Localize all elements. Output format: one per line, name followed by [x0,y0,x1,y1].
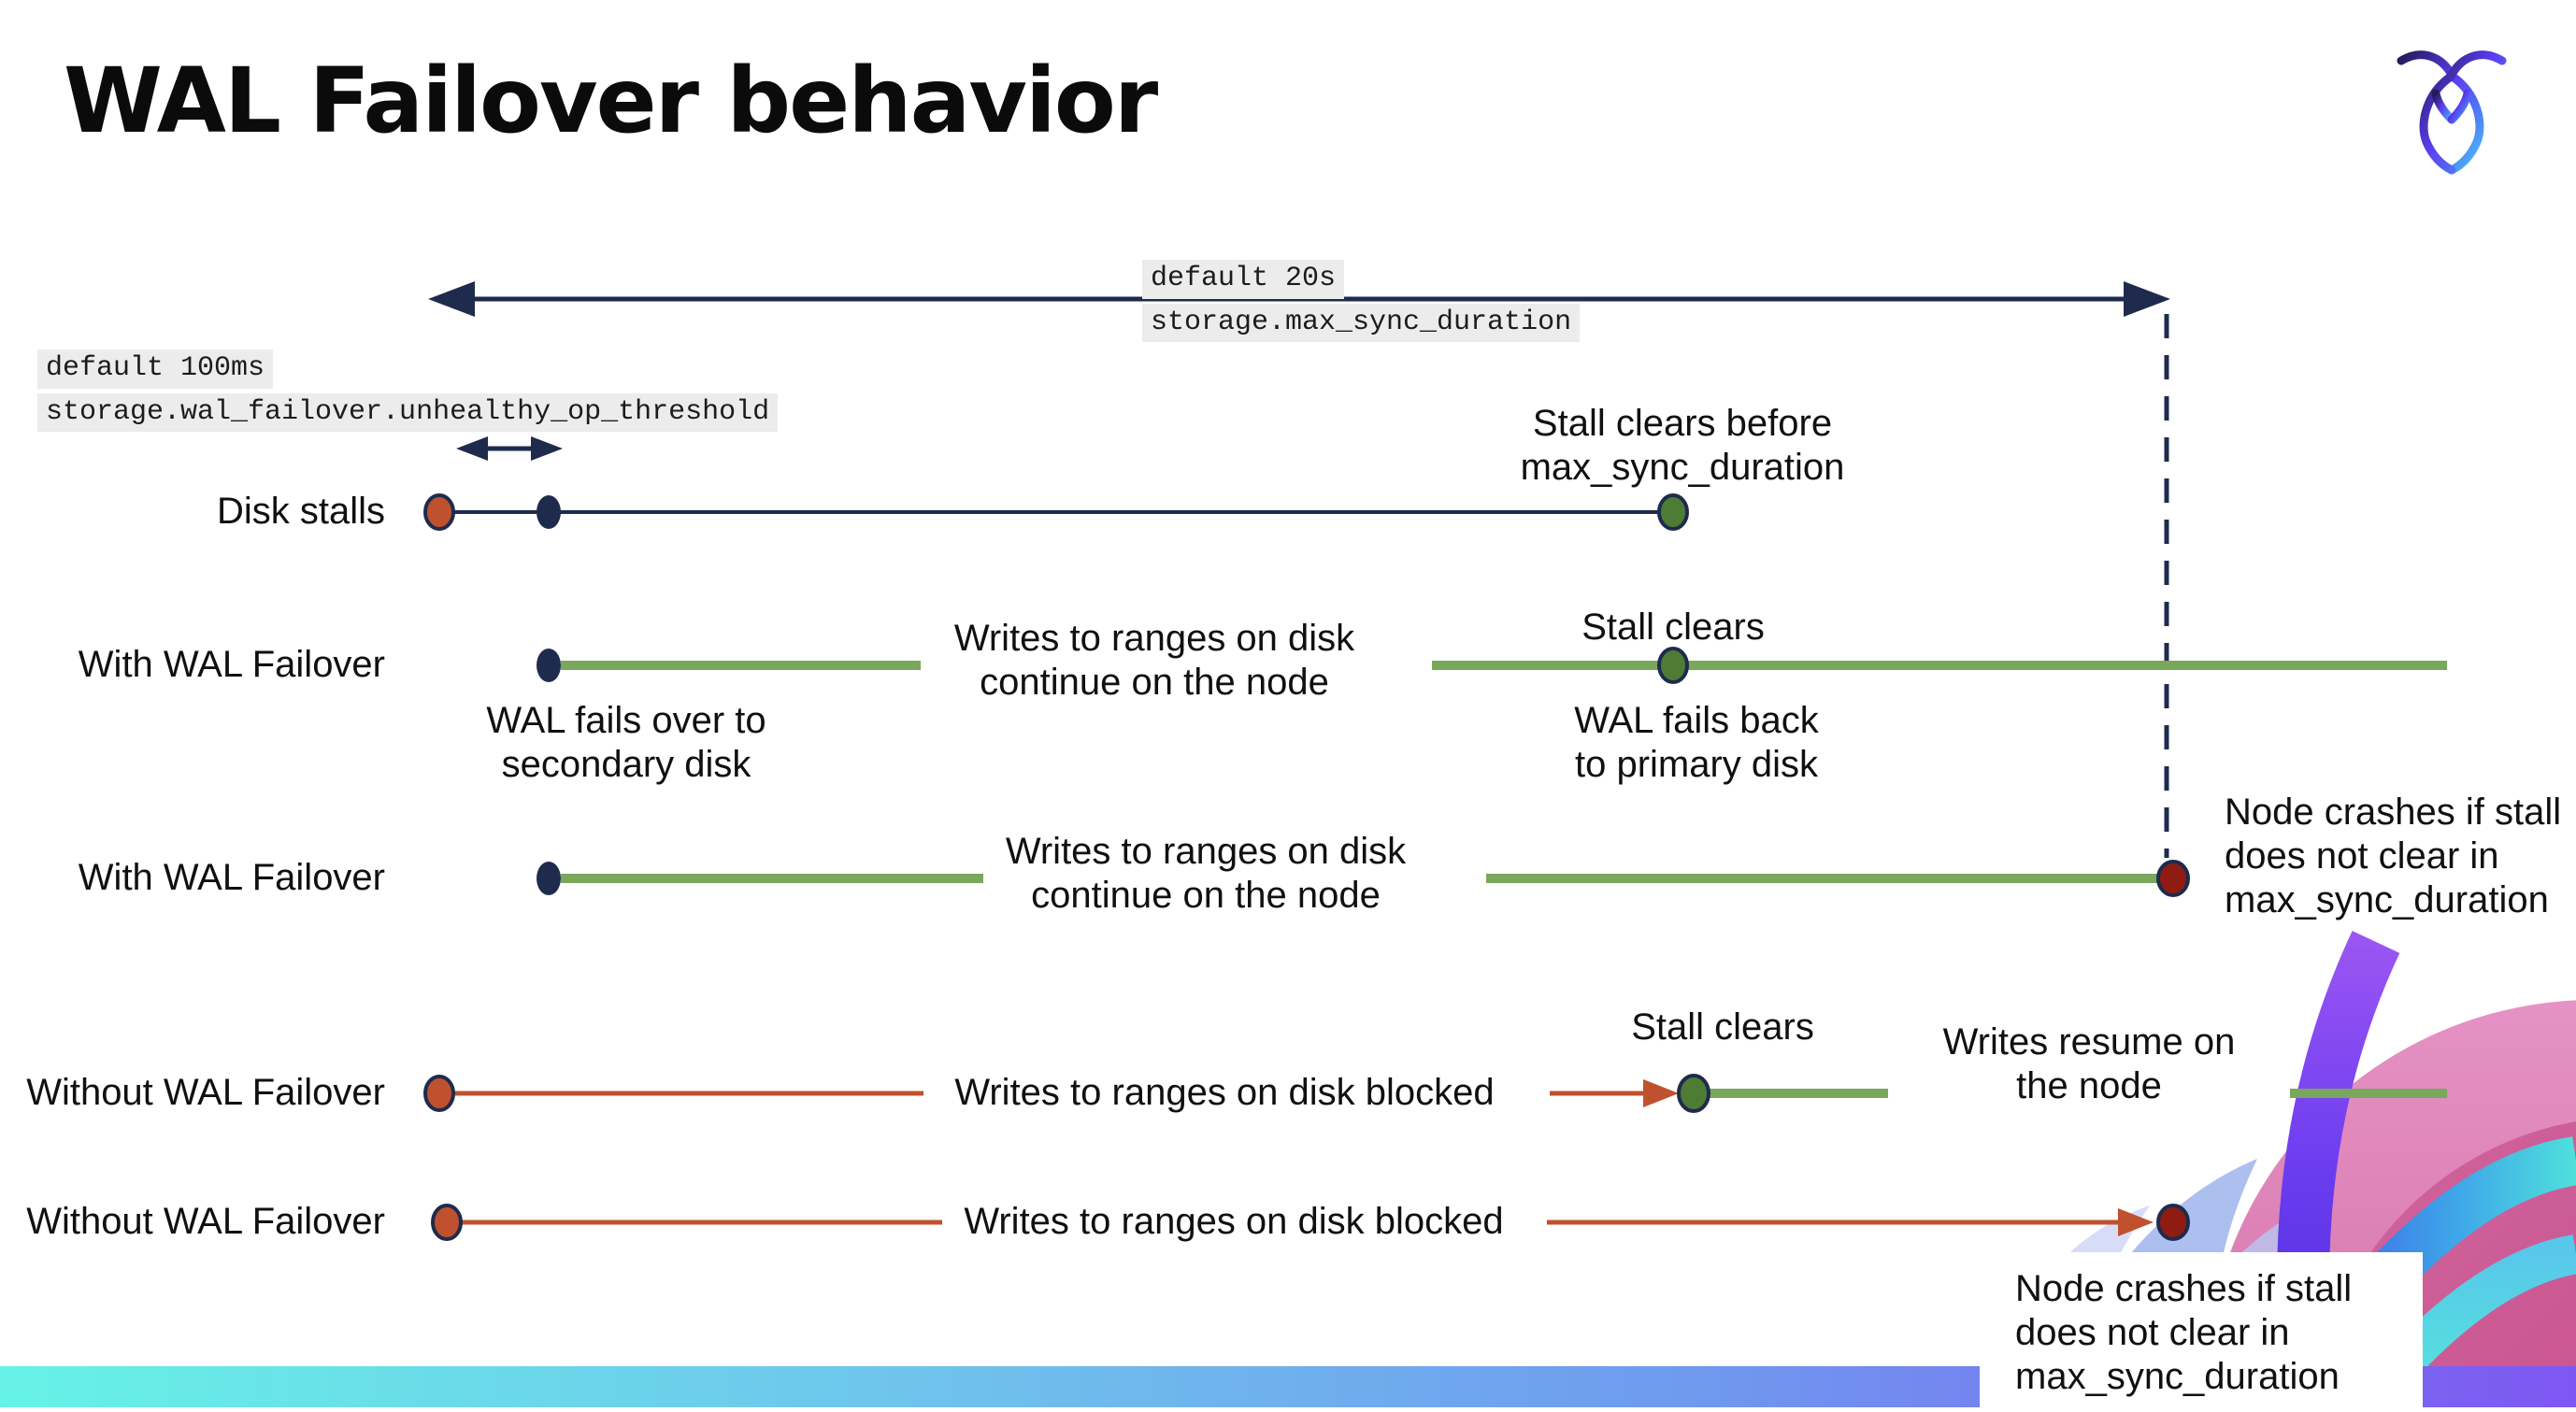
max-sync-duration-setting-label: default 20s storage.max_sync_duration [1142,260,1581,342]
stall-clears-dot [1657,493,1689,531]
annotation-stall-clears-1: Stall clears [1581,606,1765,648]
annotation-wal-fails-over: WAL fails over to secondary disk [486,700,766,786]
annotation-stall-clears-2: Stall clears [1631,1006,1814,1048]
row-label-without-wal-failover-1: Without WAL Failover [26,1072,385,1113]
annotation-node-crashes-1: Node crashes if stall does not clear in … [2225,792,2562,921]
disk-stalls-timeline [423,493,1689,531]
row-label-without-wal-failover-2: Without WAL Failover [26,1201,385,1242]
stall-clears-dot [1677,1074,1710,1113]
unhealthy-op-threshold-arrow [456,436,563,461]
annotation-writes-blocked-1: Writes to ranges on disk blocked [954,1072,1495,1113]
row-label-with-wal-failover-1: With WAL Failover [78,644,385,685]
annotation-wal-fails-back: WAL fails back to primary disk [1574,700,1819,786]
row-label-disk-stalls: Disk stalls [216,491,385,532]
annotation-writes-resume: Writes resume on the node [1942,1021,2236,1107]
cockroachdb-logo-icon [2395,45,2509,176]
annotation-writes-blocked-2: Writes to ranges on disk blocked [964,1201,1504,1242]
with-wal-failover-timeline-1 [537,647,2447,684]
page-title: WAL Failover behavior [64,49,1158,153]
disk-stall-start-dot [423,1075,455,1112]
row-label-with-wal-failover-2: With WAL Failover [78,857,385,898]
failover-dot [537,649,561,682]
failover-threshold-dot [537,495,561,529]
node-crash-dot [2156,860,2190,897]
annotation-stall-clears-before: Stall clears before max_sync_duration [1520,403,1845,489]
annotation-writes-continue-1: Writes to ranges on disk continue on the… [953,618,1355,704]
failback-dot [1657,647,1689,684]
crash-label-background [1980,1252,2423,1407]
disk-stall-start-dot [423,493,455,531]
unhealthy-op-threshold-setting-label: default 100ms storage.wal_failover.unhea… [37,349,779,432]
setting-default-value: default 100ms [37,349,274,389]
setting-default-value: default 20s [1142,260,1345,299]
annotation-writes-continue-2: Writes to ranges on disk continue on the… [1005,831,1407,917]
setting-name: storage.max_sync_duration [1142,303,1581,342]
disk-stall-start-dot [431,1204,463,1241]
failover-dot [537,862,561,895]
setting-name: storage.wal_failover.unhealthy_op_thresh… [37,392,779,432]
annotation-node-crashes-2: Node crashes if stall does not clear in … [2015,1268,2353,1398]
